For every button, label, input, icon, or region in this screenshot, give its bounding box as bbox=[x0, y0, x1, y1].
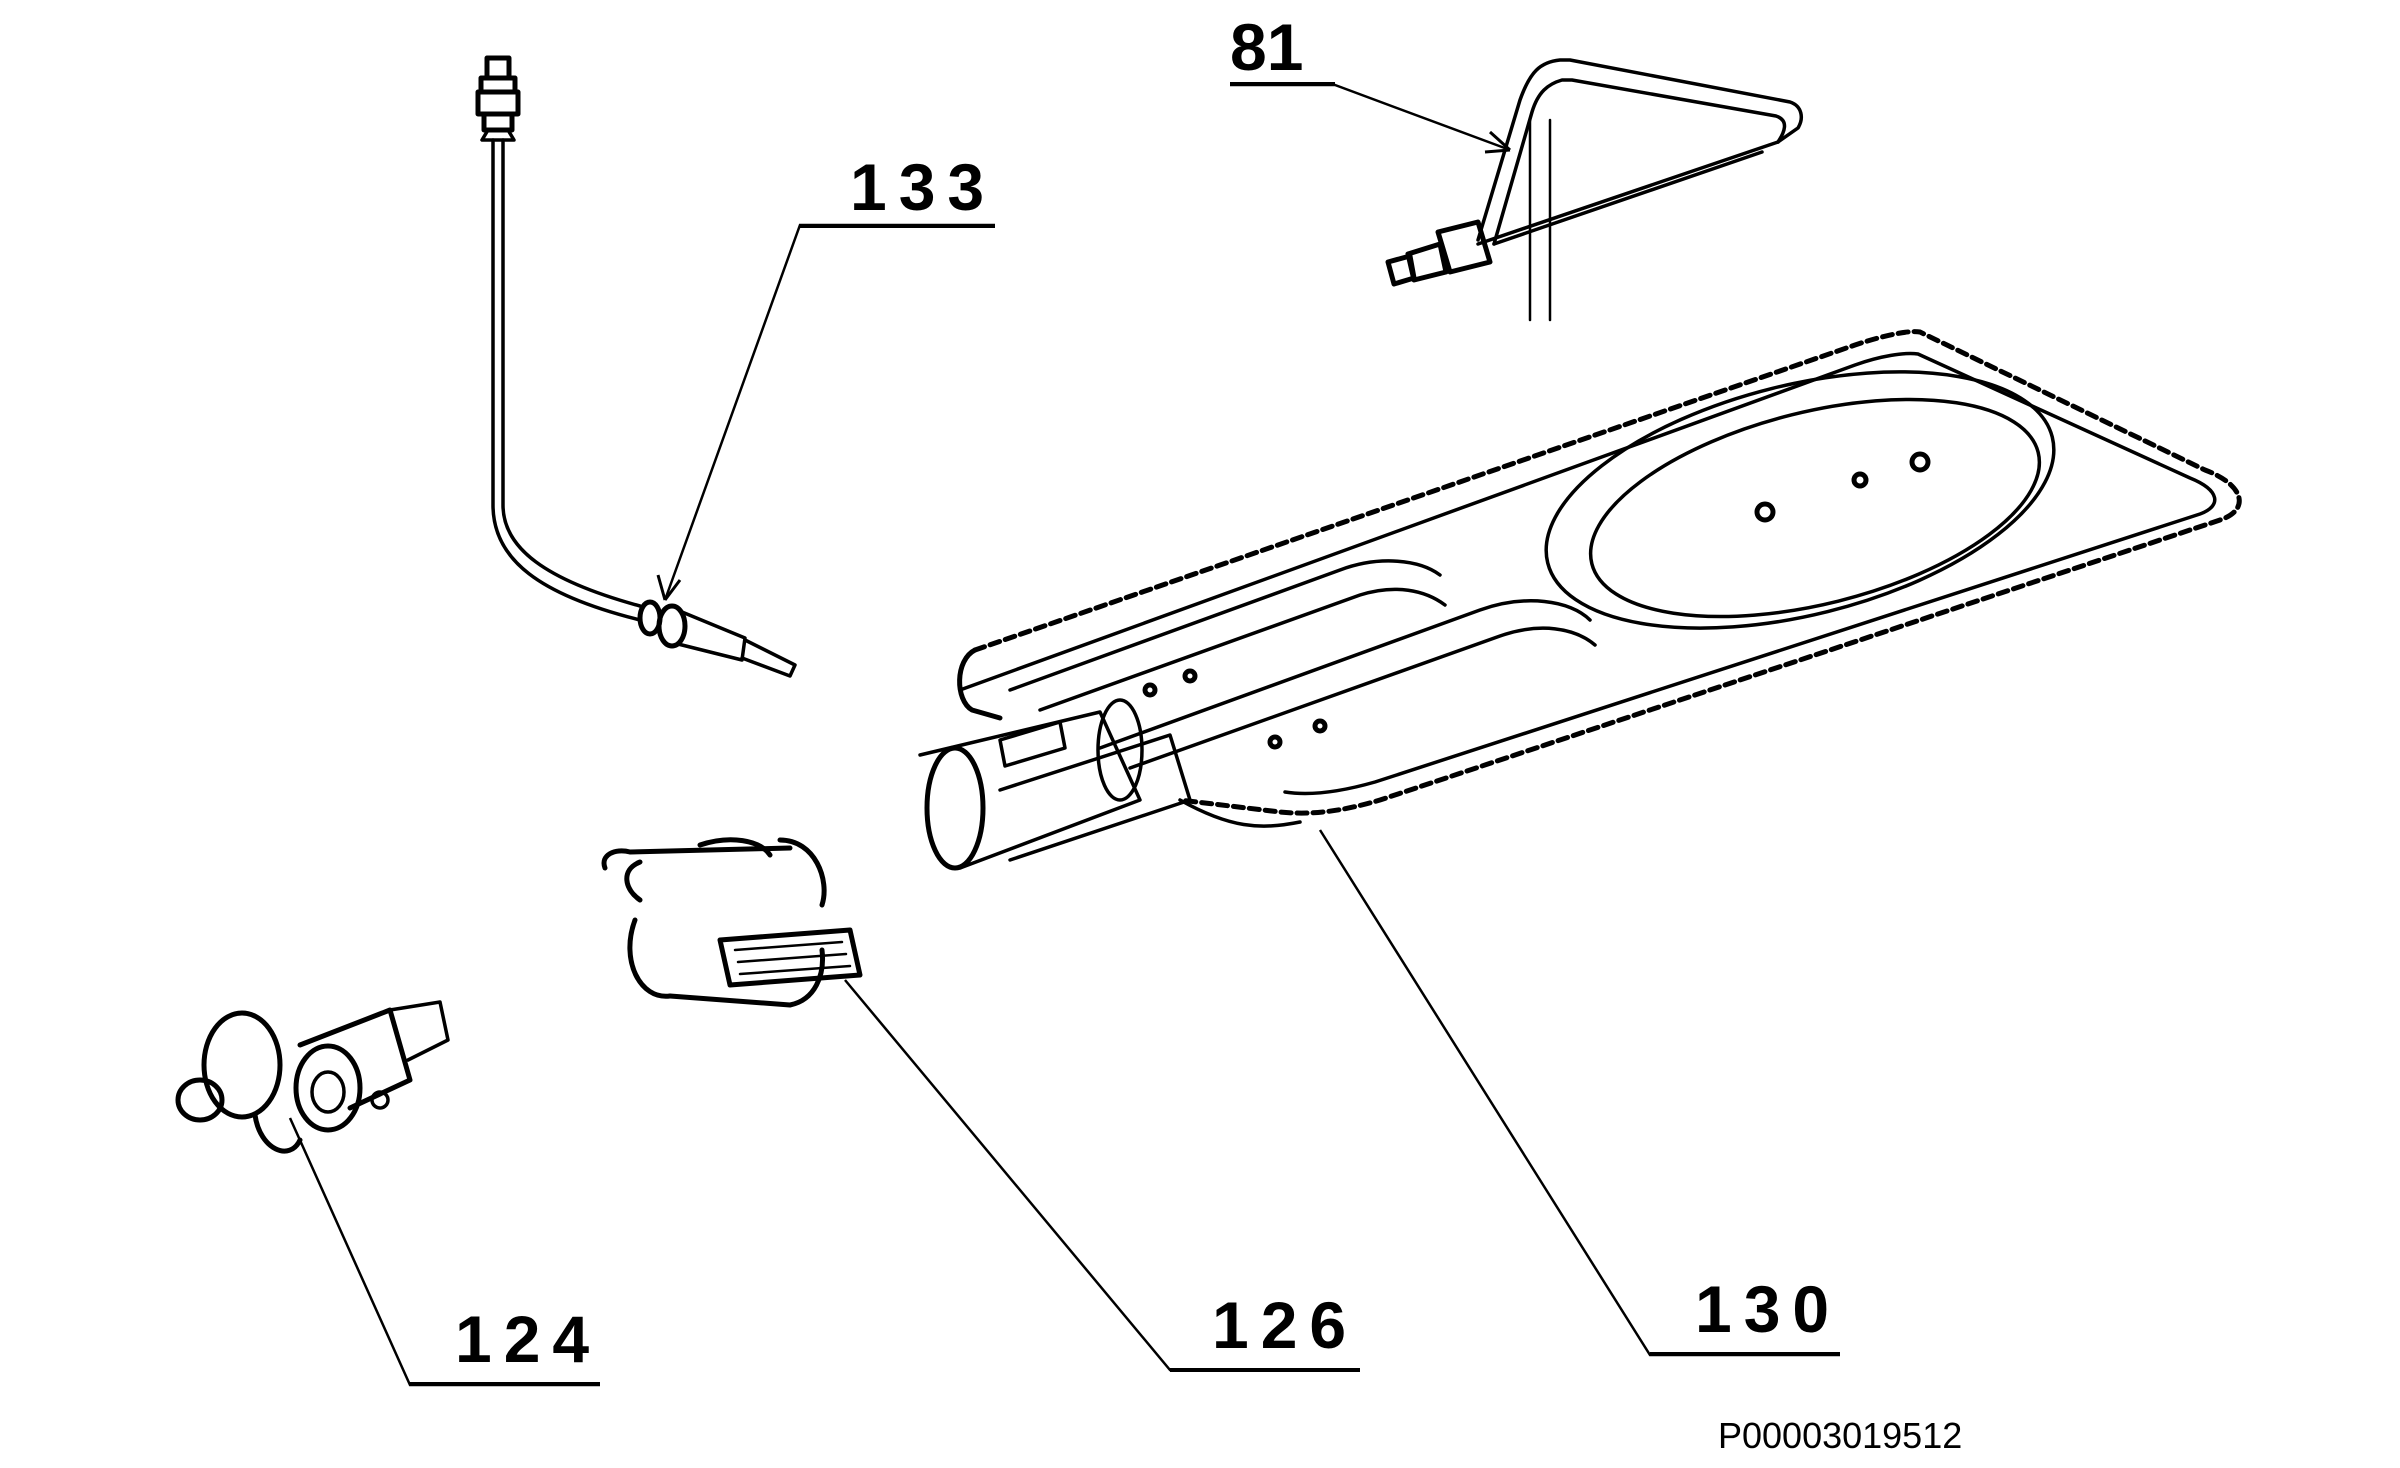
label-133: 133 bbox=[850, 150, 996, 224]
reference-code: P00003019512 bbox=[1718, 1415, 1962, 1456]
part-133-thermocouple bbox=[475, 55, 797, 678]
leader-lines bbox=[288, 83, 1840, 1387]
label-126: 126 bbox=[1212, 1288, 1358, 1362]
part-81-bent-tube bbox=[1385, 58, 1804, 322]
label-130: 130 bbox=[1695, 1272, 1841, 1346]
part-126-clamp bbox=[601, 837, 863, 1008]
leader-81 bbox=[1230, 83, 1511, 152]
part-130-burner bbox=[918, 329, 2242, 871]
label-124: 124 bbox=[455, 1302, 601, 1376]
part-124-injector bbox=[175, 1000, 450, 1154]
label-81: 81 bbox=[1230, 10, 1303, 84]
leader-133 bbox=[663, 223, 995, 601]
